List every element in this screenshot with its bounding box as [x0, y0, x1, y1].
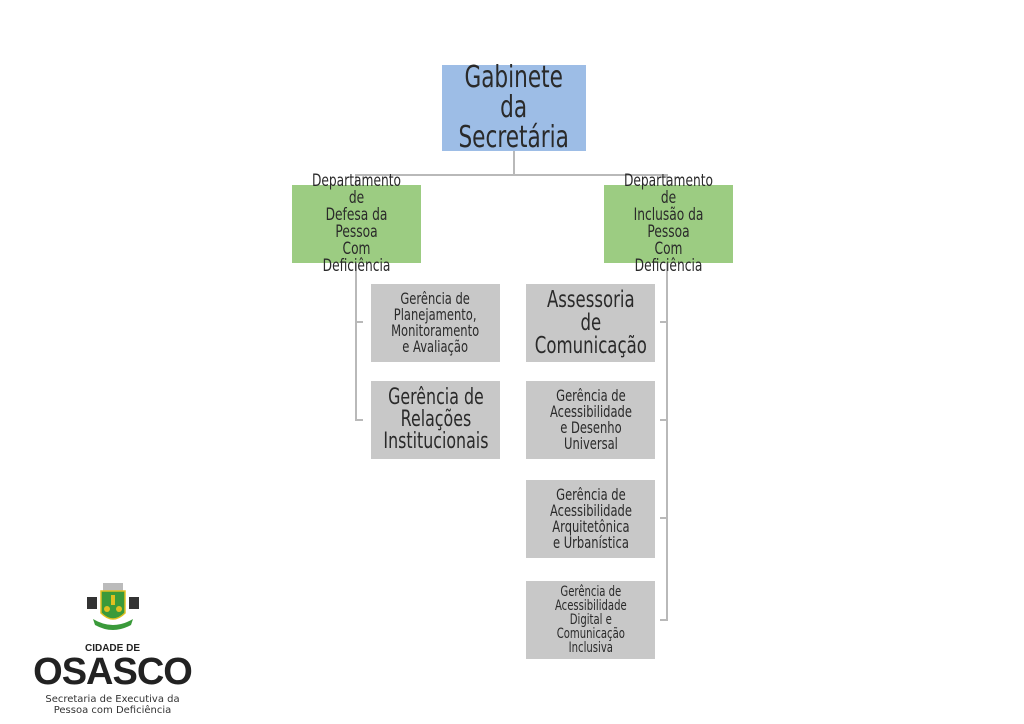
department-box: Departamento de Inclusão da Pessoa Com D…	[604, 173, 733, 275]
unit-box: Gerência de Acessibilidade Arquitetônica…	[526, 480, 655, 558]
connector	[666, 262, 668, 621]
root-label: Gabinete da Secretária	[458, 60, 570, 155]
department-box: Departamento de Defesa da Pessoa Com Def…	[292, 173, 421, 275]
unit-label: Gerência de Acessibilidade Digital e Com…	[554, 584, 627, 656]
unit-box: Gerência de Planejamento, Monitoramento …	[371, 284, 500, 362]
unit-label: Gerência de Planejamento, Monitoramento …	[391, 289, 480, 356]
logo-city-prefix: CIDADE DE	[84, 643, 140, 654]
connector	[666, 174, 668, 185]
root-box: Gabinete da Secretária	[442, 60, 586, 155]
connector	[660, 619, 668, 621]
connector	[355, 419, 363, 421]
connector	[355, 174, 668, 176]
unit-box: Gerência de Acessibilidade Digital e Com…	[526, 581, 655, 659]
connector	[355, 174, 357, 185]
osasco-logo: CIDADE DE OSASCO Secretaria de Executiva…	[25, 583, 200, 716]
unit-label: Gerência de Relações Institucionais	[382, 385, 489, 454]
logo-subtitle: Pessoa com Deficiência	[53, 705, 172, 716]
unit-label: Gerência de Acessibilidade e Desenho Uni…	[549, 386, 632, 453]
connector	[660, 419, 668, 421]
unit-label: Gerência de Acessibilidade Arquitetônica…	[549, 485, 632, 552]
connector	[355, 262, 357, 421]
unit-label: Assessoria de Comunicação	[534, 286, 647, 359]
unit-box: Assessoria de Comunicação	[526, 284, 655, 362]
coat-of-arms-icon	[86, 583, 139, 630]
connector	[513, 151, 515, 175]
department-label: Departamento de Defesa da Pessoa Com Def…	[311, 171, 402, 276]
connector	[355, 321, 363, 323]
logo-subtitle: Secretaria de Executiva da	[45, 694, 180, 705]
unit-box: Gerência de Relações Institucionais	[371, 381, 500, 459]
logo-city: OSASCO	[33, 651, 193, 693]
unit-box: Gerência de Acessibilidade e Desenho Uni…	[526, 381, 655, 459]
connector	[660, 517, 668, 519]
connector	[660, 321, 668, 323]
department-label: Departamento de Inclusão da Pessoa Com D…	[623, 171, 714, 276]
